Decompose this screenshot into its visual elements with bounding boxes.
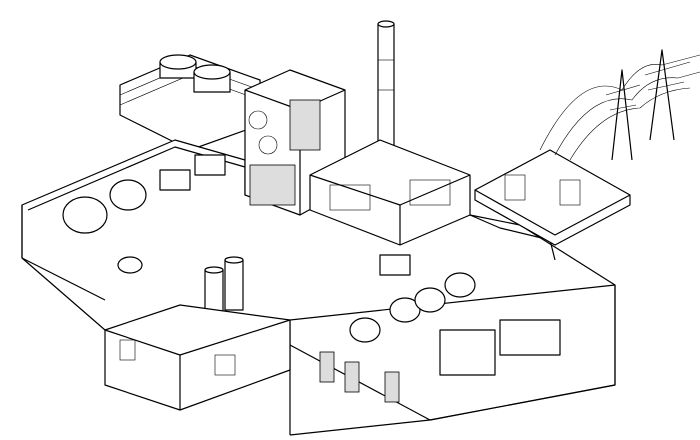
office-block [104,304,400,411]
tanks [62,179,244,316]
transmission-towers [539,49,700,161]
chimney [377,20,395,155]
substation [474,149,631,246]
control-room [309,139,471,246]
cooling-unit [119,54,261,151]
generators [159,154,561,376]
